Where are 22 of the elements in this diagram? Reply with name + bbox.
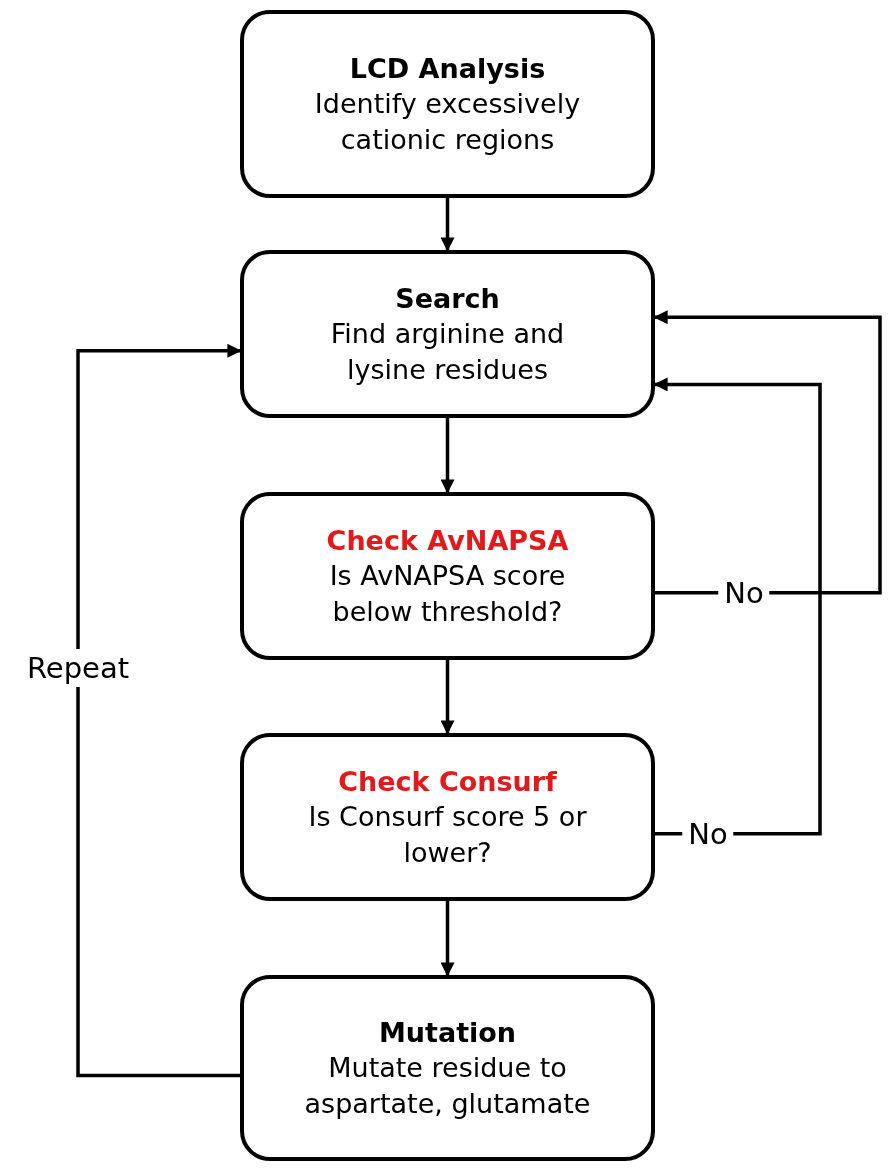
step-title: Check Consurf [338,765,557,800]
arrow [440,660,455,735]
process-box [240,733,655,901]
step-title: Search [395,282,500,317]
step-description: Find arginine and lysine residues [329,317,566,387]
step-description: Mutate residue to aspartate, glutamate [303,1051,592,1121]
step-title: Check AvNAPSA [326,524,569,559]
step-title: Mutation [378,1016,517,1051]
process-box [240,10,655,198]
step-description: Is Consurf score 5 or lower? [307,800,588,870]
step-description: Identify excessively cationic regions [313,87,582,157]
arrow [440,418,455,494]
step-title: LCD Analysis [349,52,546,87]
arrow [440,198,455,252]
arrow [653,310,882,595]
step-description: Is AvNAPSA score below threshold? [328,559,567,629]
process-box [240,492,655,660]
process-box [240,975,655,1161]
arrow [440,901,455,977]
arrow [76,343,242,1078]
arrow [653,377,822,836]
process-box [240,250,655,418]
